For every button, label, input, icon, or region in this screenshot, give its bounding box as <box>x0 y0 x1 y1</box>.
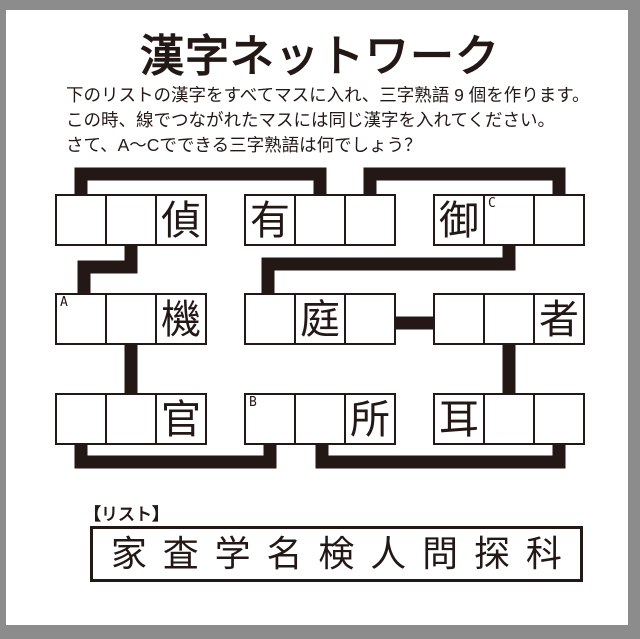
puzzle-cell <box>107 295 157 343</box>
cell-kanji: 御 <box>439 199 479 243</box>
puzzle-cell: 機 <box>157 295 205 343</box>
puzzle-cell <box>57 395 107 443</box>
puzzle-cell: 官 <box>157 395 205 443</box>
list-label: 【リスト】 <box>84 505 169 524</box>
connector-topleft2-midleft1 <box>77 240 138 300</box>
puzzle-cell <box>107 196 157 244</box>
puzzle-cell: 御 <box>435 196 485 244</box>
puzzle-group-bottom-right: 耳 <box>433 393 585 445</box>
cell-kanji <box>107 395 155 443</box>
cell-kanji: 者 <box>539 298 579 342</box>
puzzle-cell <box>435 295 485 343</box>
connector-topright2-midmid1 <box>261 240 516 300</box>
cell-kanji: 有 <box>250 199 290 243</box>
instruction-line-1: 下のリストの漢字をすべてマスに入れ、三字熟語 9 個を作ります。 <box>66 85 590 105</box>
list-kanji: 人 <box>370 533 407 574</box>
list-kanji: 名 <box>266 533 303 574</box>
puzzle-cell <box>535 196 583 244</box>
puzzle-cell <box>107 395 157 443</box>
puzzle-cell: 有 <box>246 196 296 244</box>
puzzle-cell: B <box>246 395 296 443</box>
puzzle-cell: C <box>485 196 535 244</box>
cell-kanji <box>246 295 294 343</box>
list-kanji: 査 <box>162 533 199 574</box>
kanji-list-box: 家 査 学 名 検 人 問 探 科 <box>90 526 583 582</box>
cell-kanji <box>346 295 394 343</box>
list-kanji: 科 <box>525 533 562 574</box>
cell-kanji: 機 <box>161 298 201 342</box>
puzzle-cell <box>485 395 535 443</box>
list-kanji: 学 <box>214 533 251 574</box>
cell-letter-label: A <box>60 295 68 310</box>
cell-letter-label: C <box>488 196 496 211</box>
instructions: 下のリストの漢字をすべてマスに入れ、三字熟語 9 個を作ります。 この時、線でつ… <box>66 83 606 158</box>
puzzle-group-middle-left: A 機 <box>55 293 207 345</box>
connector-botmid2-botright3 <box>315 438 566 469</box>
cell-kanji <box>346 196 394 244</box>
cell-kanji <box>107 295 155 343</box>
puzzle-cell <box>296 395 346 443</box>
puzzle-group-top-left: 偵 <box>55 194 207 246</box>
cell-kanji <box>296 196 344 244</box>
instruction-line-3: さて、A～Cでできる三字熟語は何でしょう？ <box>66 135 422 155</box>
page-title: 漢字ネットワーク <box>140 32 500 81</box>
cell-letter-label: B <box>249 395 257 410</box>
puzzle-cell: A <box>57 295 107 343</box>
list-kanji: 問 <box>422 533 459 574</box>
puzzle-cell: 耳 <box>435 395 485 443</box>
cell-kanji <box>535 395 583 443</box>
cell-kanji <box>57 395 105 443</box>
puzzle-group-middle-middle: 庭 <box>244 293 396 345</box>
cell-kanji: 偵 <box>161 199 201 243</box>
connector-topleft1-topmid2 <box>74 167 327 205</box>
cell-kanji <box>535 196 583 244</box>
cell-kanji <box>107 196 155 244</box>
cell-kanji <box>485 395 533 443</box>
puzzle-cell <box>485 295 535 343</box>
cell-kanji <box>485 295 533 343</box>
connector-botleft1-botmid1 <box>74 438 277 469</box>
cell-kanji: 庭 <box>300 298 340 342</box>
cell-kanji: 官 <box>161 398 201 442</box>
puzzle-group-middle-right: 者 <box>433 293 585 345</box>
list-kanji: 検 <box>318 533 355 574</box>
puzzle-group-bottom-left: 官 <box>55 393 207 445</box>
connector-topmid3-topright3 <box>363 167 566 205</box>
puzzle-cell: 庭 <box>296 295 346 343</box>
cell-kanji: 耳 <box>439 398 479 442</box>
cell-kanji <box>296 395 344 443</box>
puzzle-group-top-middle: 有 <box>244 194 396 246</box>
puzzle-group-bottom-middle: B 所 <box>244 393 396 445</box>
puzzle-group-top-right: 御 C <box>433 194 585 246</box>
puzzle-cell: 所 <box>346 395 394 443</box>
puzzle-cell <box>57 196 107 244</box>
puzzle-cell <box>535 395 583 443</box>
puzzle-cell <box>296 196 346 244</box>
puzzle-cell <box>346 196 394 244</box>
puzzle-cell <box>246 295 296 343</box>
puzzle-cell <box>346 295 394 343</box>
cell-kanji: 所 <box>350 398 390 442</box>
list-kanji: 探 <box>474 533 511 574</box>
list-kanji: 家 <box>110 533 147 574</box>
puzzle-cell: 偵 <box>157 196 205 244</box>
cell-kanji <box>435 295 483 343</box>
instruction-line-2: この時、線でつながれたマスには同じ漢字を入れてください。 <box>66 110 555 130</box>
puzzle-cell: 者 <box>535 295 583 343</box>
cell-kanji <box>57 196 105 244</box>
